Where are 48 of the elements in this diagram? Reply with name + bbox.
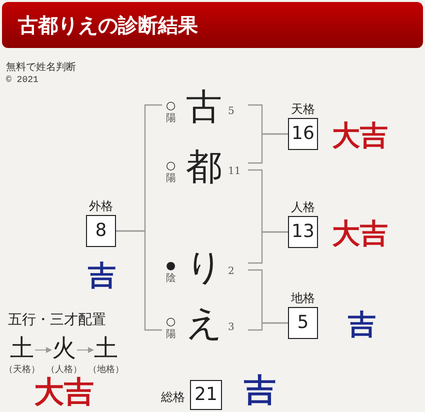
element-caption: （天格） xyxy=(4,364,40,376)
score-number: 16 xyxy=(292,124,314,144)
element-caption: （地格） xyxy=(88,364,124,376)
bracket-line xyxy=(248,231,288,264)
fortune-text: 大吉 xyxy=(34,376,94,410)
yin-yang-text: 陽 xyxy=(166,173,176,184)
stroke-count: 3 xyxy=(228,322,234,333)
fortune-text: 吉 xyxy=(348,309,376,343)
stroke-count: 5 xyxy=(228,106,234,117)
yin-yang-mark: ○ xyxy=(166,316,176,328)
name-character: 古 xyxy=(186,86,222,130)
bracket-line xyxy=(116,230,162,331)
yin-yang-text: 陽 xyxy=(166,329,176,340)
fortune-text: 吉 xyxy=(244,372,276,408)
name-character: り xyxy=(186,246,223,290)
fortune-text: 大吉 xyxy=(332,120,388,154)
section-heading: 五行・三才配置 xyxy=(8,311,106,330)
element-character: 土 xyxy=(10,334,34,362)
title: 古都りえの診断結果 xyxy=(18,12,198,39)
fortune-text: 吉 xyxy=(88,260,116,294)
fortune-text: 大吉 xyxy=(332,218,388,252)
yin-yang-mark: ● xyxy=(166,260,176,272)
stroke-count: 2 xyxy=(228,266,234,277)
score-number: 21 xyxy=(194,385,218,405)
bracket-line xyxy=(248,133,288,164)
element-caption: （人格） xyxy=(46,364,82,376)
score-number: 5 xyxy=(297,313,309,333)
score-number: 8 xyxy=(95,221,107,241)
copyright-text: © 2021 xyxy=(6,74,38,87)
box-heading: 人格 xyxy=(291,199,315,216)
element-character: 火 xyxy=(52,334,76,362)
box-heading: 外格 xyxy=(89,198,113,215)
bracket-line xyxy=(248,322,288,331)
yin-yang-mark: ○ xyxy=(166,100,176,112)
box-heading: 総格 xyxy=(161,389,185,406)
box-heading: 地格 xyxy=(291,290,315,307)
score-number: 13 xyxy=(292,222,314,242)
yin-yang-text: 陰 xyxy=(166,273,176,284)
arrow xyxy=(77,347,94,353)
stroke-count: 11 xyxy=(228,166,241,177)
note-text: 無料で姓名判断 xyxy=(6,60,76,75)
name-character: え xyxy=(186,302,223,346)
yin-yang-text: 陽 xyxy=(166,113,176,124)
element-character: 土 xyxy=(94,334,118,362)
yin-yang-mark: ○ xyxy=(166,160,176,172)
box-heading: 天格 xyxy=(291,101,315,118)
name-character: 都 xyxy=(186,146,222,190)
arrow xyxy=(35,347,52,353)
